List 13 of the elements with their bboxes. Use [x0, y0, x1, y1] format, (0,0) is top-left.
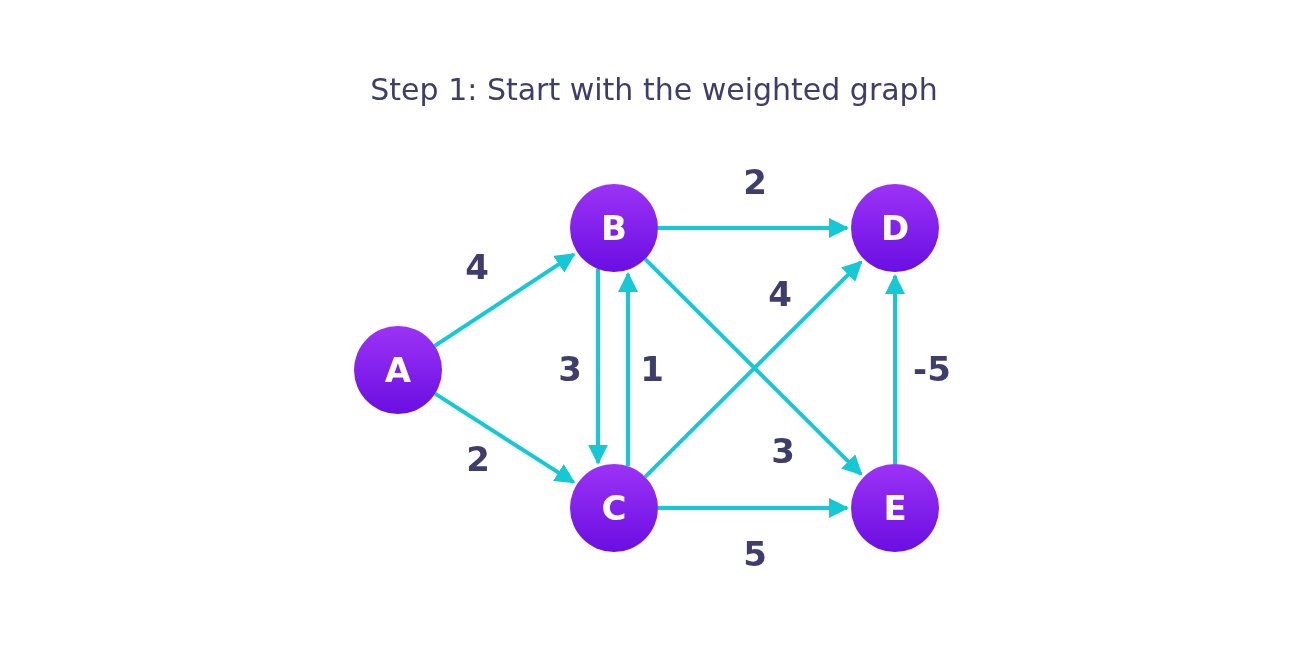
diagram-title: Step 1: Start with the weighted graph — [370, 72, 938, 107]
graph-vertex: C — [570, 464, 658, 552]
arrow — [433, 252, 576, 348]
arrow — [658, 498, 849, 518]
graph-vertex: E — [851, 464, 939, 552]
graph-vertex: A — [354, 326, 442, 414]
arrow — [658, 218, 849, 238]
arrow — [618, 271, 638, 467]
arrow — [885, 274, 905, 464]
graph-vertex: D — [851, 184, 939, 272]
graph-vertex: B — [570, 184, 658, 272]
arrow — [434, 392, 576, 484]
arrow — [588, 269, 608, 465]
